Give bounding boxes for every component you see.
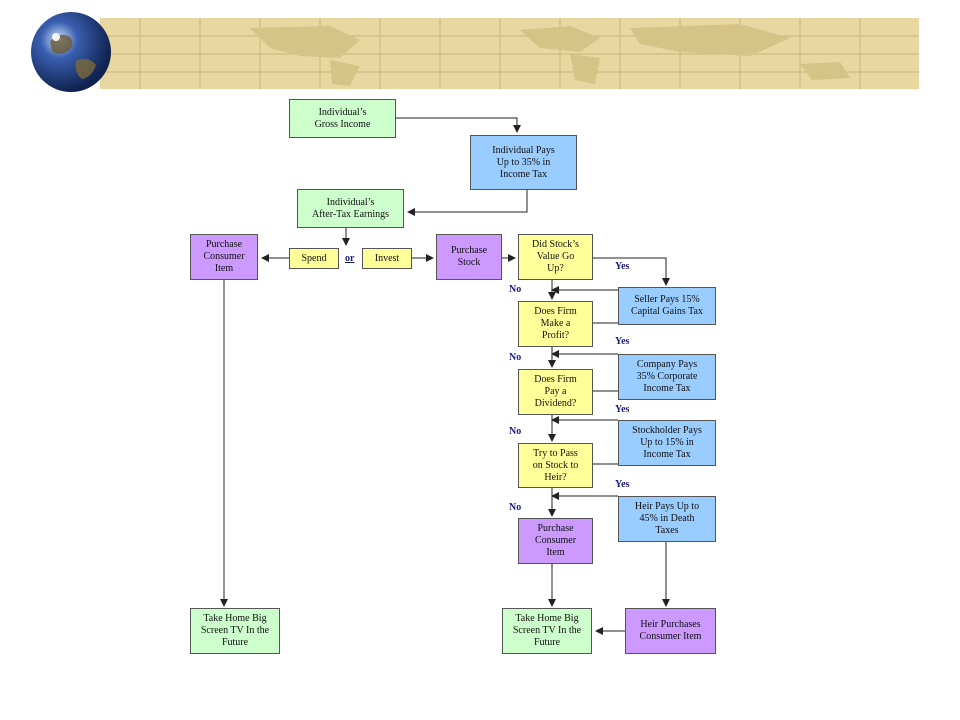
tv-future-left-box: Take Home Big Screen TV In the Future [190,608,280,654]
tv-future-mid-box: Take Home Big Screen TV In the Future [502,608,592,654]
stock-value-up-box: Did Stock’s Value Go Up? [518,234,593,280]
pass-to-heir-box: Try to Pass on Stock to Heir? [518,443,593,488]
yes-label-1: Yes [615,261,630,272]
firm-dividend-box: Does Firm Pay a Dividend? [518,369,593,415]
no-label-1: No [509,284,522,295]
yes-label-2: Yes [615,336,630,347]
header-banner [100,18,919,89]
gross-income-box: Individual’s Gross Income [289,99,396,138]
corporate-tax-box: Company Pays 35% Corporate Income Tax [618,354,716,400]
purchase-consumer-item-left-box: Purchase Consumer Item [190,234,258,280]
no-label-2: No [509,352,522,363]
no-label-4: No [509,502,522,513]
capital-gains-tax-box: Seller Pays 15% Capital Gains Tax [618,287,716,325]
no-label-3: No [509,426,522,437]
globe-logo [31,12,111,92]
yes-label-4: Yes [615,479,630,490]
stockholder-tax-box: Stockholder Pays Up to 15% in Income Tax [618,420,716,466]
purchase-consumer-item-mid-box: Purchase Consumer Item [518,518,593,564]
firm-profit-box: Does Firm Make a Profit? [518,301,593,347]
spend-box: Spend [289,248,339,269]
after-tax-earnings-box: Individual’s After-Tax Earnings [297,189,404,228]
death-taxes-box: Heir Pays Up to 45% in Death Taxes [618,496,716,542]
heir-purchases-box: Heir Purchases Consumer Item [625,608,716,654]
world-map-background [100,18,919,89]
or-label: or [345,253,355,264]
purchase-stock-box: Purchase Stock [436,234,502,280]
invest-box: Invest [362,248,412,269]
yes-label-3: Yes [615,404,630,415]
income-tax-box: Individual Pays Up to 35% in Income Tax [470,135,577,190]
